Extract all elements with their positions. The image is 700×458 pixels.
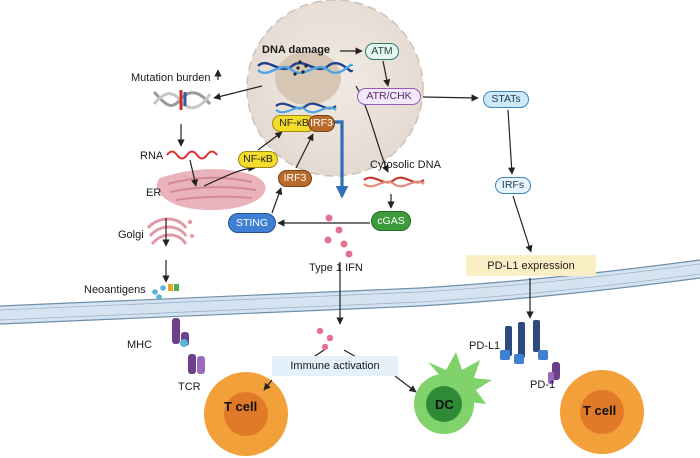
irf3-cytoplasm-node: IRF3 xyxy=(278,170,312,187)
mhc-icon xyxy=(172,318,189,347)
nucleolus xyxy=(275,51,341,105)
t-cell-right xyxy=(560,370,644,454)
ifn-particle-icon xyxy=(316,214,353,351)
cell-membrane xyxy=(0,259,700,325)
dc-label: DC xyxy=(435,397,454,412)
tcr-icon xyxy=(188,354,205,374)
t-cell-left-label: T cell xyxy=(224,399,258,414)
t-cell-right-label: T cell xyxy=(583,403,617,418)
sting-node: STING xyxy=(228,213,276,233)
cytosolic-dna-label: Cytosolic DNA xyxy=(370,159,441,171)
cytosolic-dna-icon xyxy=(363,176,425,188)
pd-l1-label: PD-L1 xyxy=(469,340,501,352)
tcr-label: TCR xyxy=(178,381,201,393)
mutation-dna-icon xyxy=(152,90,212,110)
er-organelle-icon xyxy=(156,169,266,211)
cgas-node: cGAS xyxy=(371,211,411,231)
nfkb-cytoplasm-node: NF-κB xyxy=(238,151,278,168)
pd-1-label: PD-1 xyxy=(530,379,556,391)
immune-activation-box: Immune activation xyxy=(272,356,398,376)
dendritic-cell xyxy=(414,352,492,434)
nfkb-nuclear-node: NF-κB xyxy=(272,115,316,132)
er-label: ER xyxy=(146,187,162,199)
type1-ifn-label: Type 1 IFN xyxy=(309,262,363,274)
dna-damage-label: DNA damage xyxy=(262,44,331,56)
pd-l1-receptor-icon xyxy=(500,320,548,364)
pd-1-receptor-icon xyxy=(548,362,560,384)
irf3-nuclear-node: IRF3 xyxy=(308,115,335,132)
stats-node: STATs xyxy=(483,91,529,108)
mhc-label: MHC xyxy=(127,339,153,351)
mutation-burden-label: Mutation burden xyxy=(131,72,211,84)
neoantigens-label: Neoantigens xyxy=(84,284,146,296)
t-cell-left xyxy=(204,372,288,456)
golgi-organelle-icon xyxy=(146,217,194,246)
atr-chk-node: ATR/CHK xyxy=(357,88,421,105)
atm-node: ATM xyxy=(365,43,399,60)
rna-label: RNA xyxy=(140,150,164,162)
pd-l1-expression-box: PD-L1 expression xyxy=(466,255,596,276)
irfs-node: IRFs xyxy=(495,177,531,194)
nuclear-dna-icon xyxy=(275,102,337,114)
damaged-dna-icon xyxy=(257,60,354,76)
golgi-label: Golgi xyxy=(118,229,144,241)
rna-strand-icon xyxy=(166,150,218,160)
